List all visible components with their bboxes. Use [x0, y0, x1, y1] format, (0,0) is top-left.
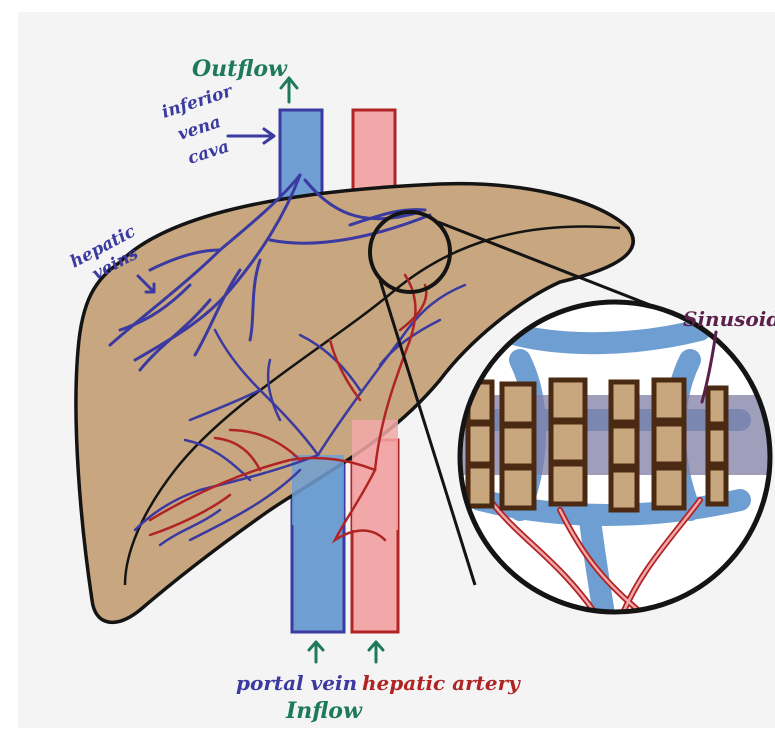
- portal-vein-over-liver: [292, 455, 344, 525]
- label-inflow: Inflow: [285, 698, 363, 724]
- label-sinusoid: Sinusoid: [683, 307, 775, 331]
- hepatic-artery-over-liver: [352, 420, 398, 530]
- label-outflow: Outflow: [192, 56, 288, 82]
- label-portal-vein: portal vein: [236, 671, 357, 695]
- aorta-top: [353, 110, 395, 190]
- label-hepatic-artery: hepatic artery: [362, 671, 521, 695]
